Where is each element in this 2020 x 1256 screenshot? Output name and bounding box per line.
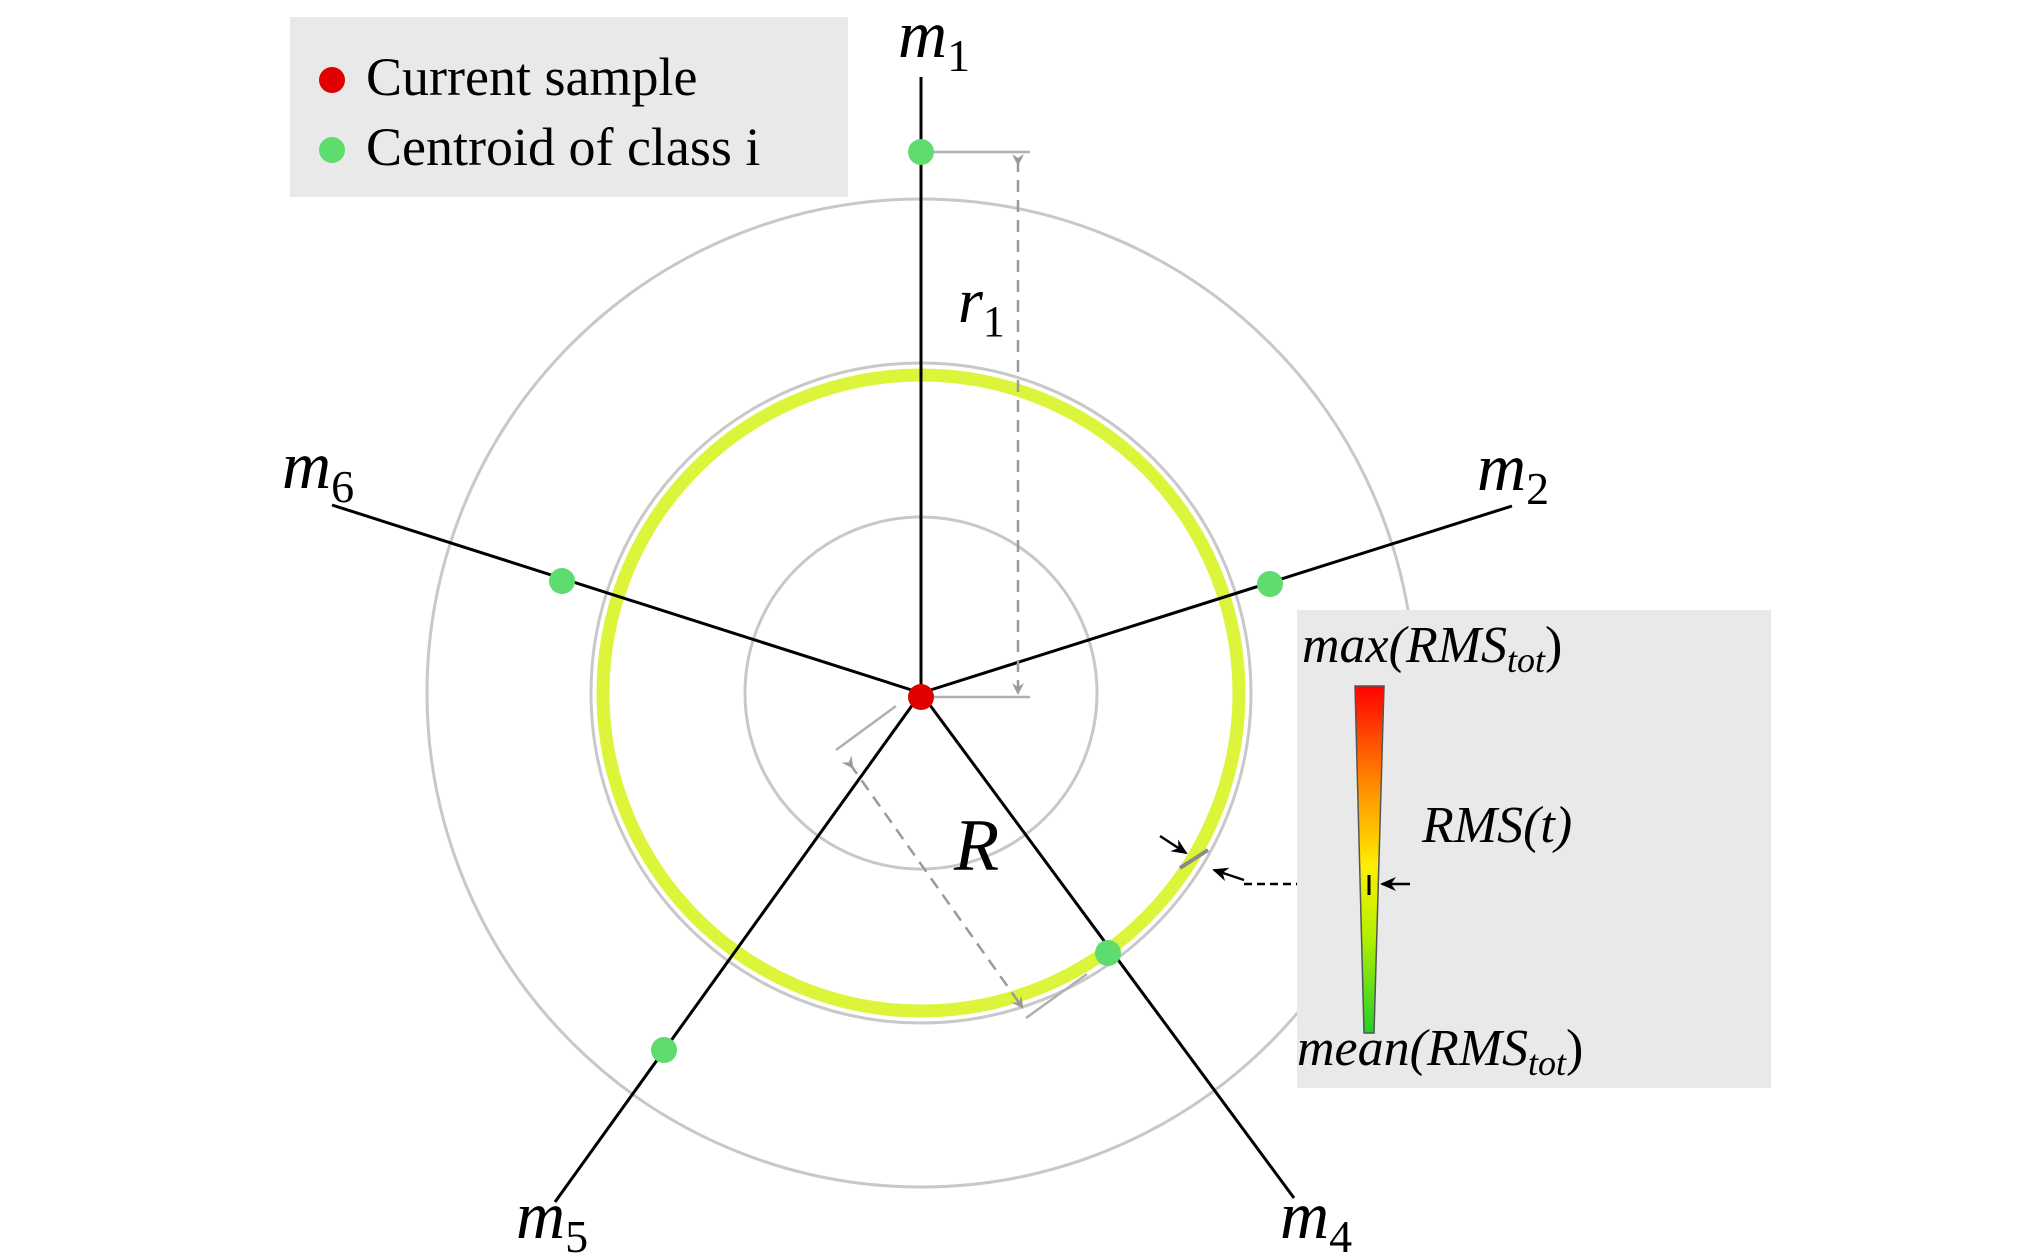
axis-label-m5: m5 — [516, 1177, 588, 1256]
colorbar-mean-label: mean(RMStot) — [1297, 1020, 1583, 1083]
R-dimension: R — [835, 704, 1088, 1020]
R-label: R — [953, 805, 999, 887]
ring-thickness-arrow-outer — [1159, 834, 1188, 855]
centroid-m2 — [1257, 571, 1283, 597]
legend-label-centroid: Centroid of class i — [366, 117, 760, 177]
legend-label-current-sample: Current sample — [366, 47, 697, 107]
r1-label: r1 — [958, 265, 1005, 346]
centroid-m5 — [651, 1037, 677, 1063]
colorbar-panel: max(RMStot) RMS(t) mean(RMStot) — [1297, 610, 1771, 1088]
axis-label-m2: m2 — [1477, 429, 1549, 514]
radar-axes — [331, 77, 1513, 1203]
colorbar-current-label: RMS(t) — [1421, 797, 1572, 854]
R-end-tick — [1025, 972, 1088, 1020]
centroids — [549, 139, 1283, 1063]
colorbar-max-label: max(RMStot) — [1302, 617, 1562, 680]
centroid-m4 — [1095, 940, 1121, 966]
R-dashed-arrow — [841, 755, 1024, 1009]
centroid-legend-marker — [319, 137, 345, 163]
R-start-tick — [835, 704, 897, 752]
axis-labels: m1 m2 m4 m5 m6 — [282, 0, 1549, 1256]
current-sample-marker — [908, 684, 934, 710]
centroid-m6 — [549, 568, 575, 594]
colorbar-wedge — [1354, 685, 1385, 1034]
axis-m6 — [331, 503, 922, 695]
current-sample-legend-marker — [319, 67, 345, 93]
centroid-m1 — [908, 139, 934, 165]
axis-label-m1: m1 — [898, 0, 970, 81]
legend-background — [290, 17, 848, 197]
axis-label-m6: m6 — [282, 427, 354, 512]
legend: Current sample Centroid of class i — [290, 17, 848, 197]
ring-thickness-tick — [1178, 848, 1210, 870]
axis-label-m4: m4 — [1280, 1177, 1352, 1256]
ring-thickness-arrow-inner — [1212, 867, 1245, 882]
r1-dimension: r1 — [921, 150, 1030, 699]
